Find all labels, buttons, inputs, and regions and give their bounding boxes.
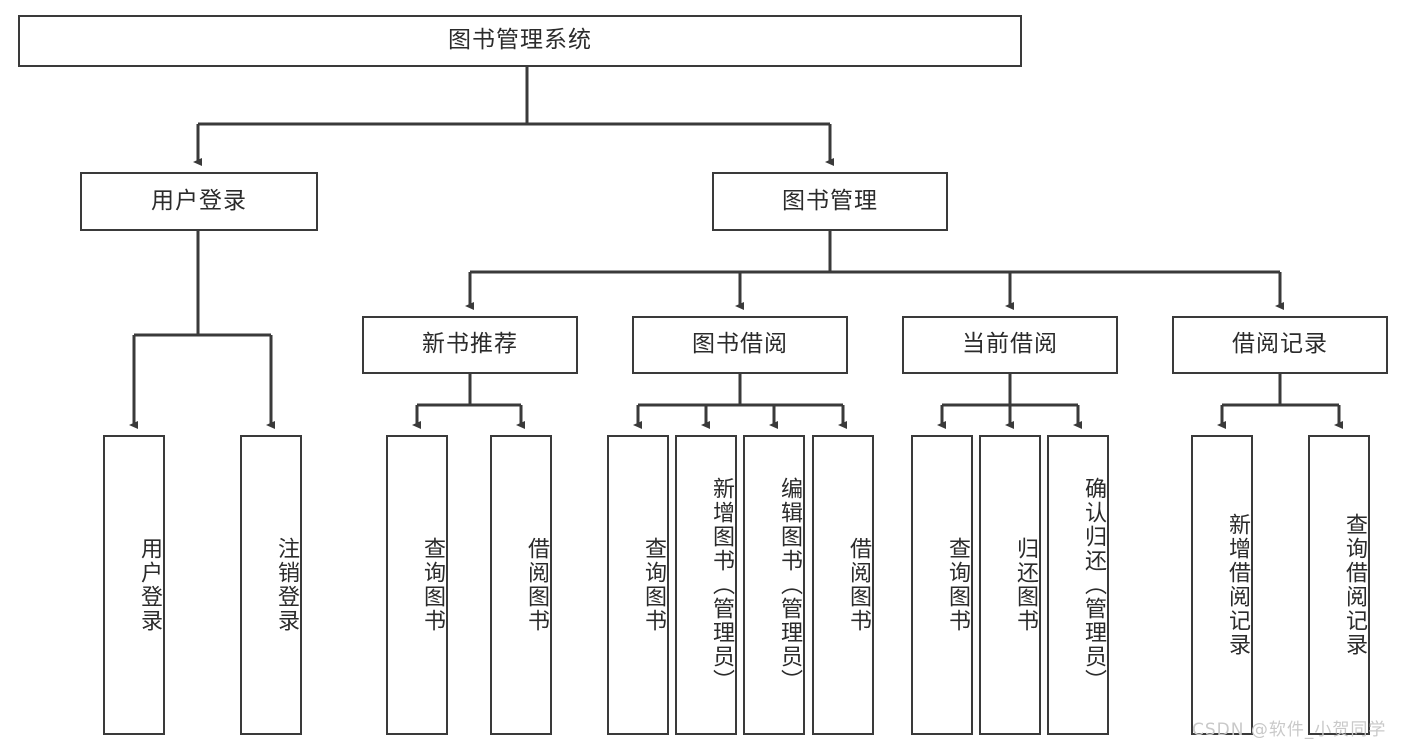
leaf-new-book-2[interactable]: 借阅图书 bbox=[490, 435, 552, 735]
csdn-watermark: CSDN @软件_小贺同学 bbox=[1192, 720, 1387, 740]
leaf-borrow-record-1[interactable]: 新增借阅记录 bbox=[1191, 435, 1253, 735]
leaf-current-borrow-2-label: 归还图书 bbox=[1013, 537, 1038, 633]
node-user-login[interactable]: 用户登录 bbox=[80, 172, 318, 231]
leaf-book-borrow-4[interactable]: 借阅图书 bbox=[812, 435, 874, 735]
leaf-new-book-1[interactable]: 查询图书 bbox=[386, 435, 448, 735]
node-root-label: 图书管理系统 bbox=[448, 27, 592, 54]
leaf-current-borrow-3[interactable]: 确认归还（管理员） bbox=[1047, 435, 1109, 735]
leaf-book-borrow-2-label: 新增图书（管理员） bbox=[709, 477, 734, 693]
node-root[interactable]: 图书管理系统 bbox=[18, 15, 1022, 67]
node-current-borrow-label: 当前借阅 bbox=[962, 331, 1058, 358]
leaf-book-borrow-4-label: 借阅图书 bbox=[846, 537, 871, 633]
leaf-current-borrow-3-label: 确认归还（管理员） bbox=[1081, 477, 1106, 693]
node-current-borrow[interactable]: 当前借阅 bbox=[902, 316, 1118, 374]
leaf-user-login-1-label: 用户登录 bbox=[137, 537, 162, 633]
leaf-borrow-record-2[interactable]: 查询借阅记录 bbox=[1308, 435, 1370, 735]
leaf-user-login-2[interactable]: 注销登录 bbox=[240, 435, 302, 735]
leaf-user-login-2-label: 注销登录 bbox=[274, 537, 299, 633]
leaf-new-book-1-label: 查询图书 bbox=[420, 537, 445, 633]
leaf-new-book-2-label: 借阅图书 bbox=[524, 537, 549, 633]
node-book-management-label: 图书管理 bbox=[782, 187, 878, 214]
node-new-book-recommend[interactable]: 新书推荐 bbox=[362, 316, 578, 374]
leaf-book-borrow-3[interactable]: 编辑图书（管理员） bbox=[743, 435, 805, 735]
node-user-login-label: 用户登录 bbox=[151, 187, 247, 214]
node-new-book-recommend-label: 新书推荐 bbox=[422, 331, 518, 358]
node-book-management[interactable]: 图书管理 bbox=[712, 172, 948, 231]
node-borrow-record[interactable]: 借阅记录 bbox=[1172, 316, 1388, 374]
node-book-borrow-label: 图书借阅 bbox=[692, 331, 788, 358]
leaf-user-login-1[interactable]: 用户登录 bbox=[103, 435, 165, 735]
leaf-borrow-record-1-label: 新增借阅记录 bbox=[1225, 513, 1250, 657]
leaf-borrow-record-2-label: 查询借阅记录 bbox=[1342, 513, 1367, 657]
node-borrow-record-label: 借阅记录 bbox=[1232, 331, 1328, 358]
leaf-book-borrow-1-label: 查询图书 bbox=[641, 537, 666, 633]
leaf-book-borrow-2[interactable]: 新增图书（管理员） bbox=[675, 435, 737, 735]
node-book-borrow[interactable]: 图书借阅 bbox=[632, 316, 848, 374]
leaf-book-borrow-1[interactable]: 查询图书 bbox=[607, 435, 669, 735]
leaf-book-borrow-3-label: 编辑图书（管理员） bbox=[777, 477, 802, 693]
leaf-current-borrow-1[interactable]: 查询图书 bbox=[911, 435, 973, 735]
leaf-current-borrow-1-label: 查询图书 bbox=[945, 537, 970, 633]
leaf-current-borrow-2[interactable]: 归还图书 bbox=[979, 435, 1041, 735]
